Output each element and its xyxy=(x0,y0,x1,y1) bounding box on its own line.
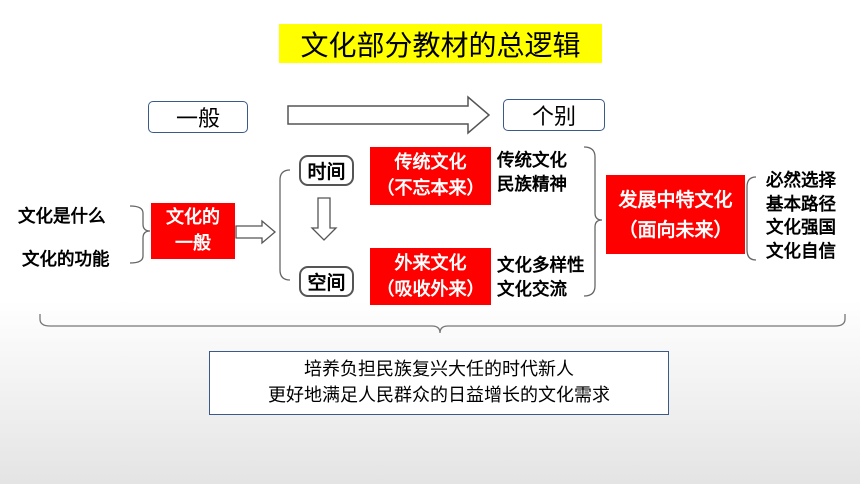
bottom-brace xyxy=(39,314,846,334)
right-point-1: 必然选择 xyxy=(766,171,836,191)
individual-box: 个别 xyxy=(503,99,605,131)
development-culture-box: 发展中特文化 （面向未来） xyxy=(606,175,745,254)
right-bracket xyxy=(583,146,603,297)
culture-function-label: 文化的功能 xyxy=(22,250,110,270)
development-culture-line2: （面向未来） xyxy=(618,218,733,241)
goal-2: 更好地满足人民群众的日益增长的文化需求 xyxy=(268,385,610,406)
traditional-culture-line2: （不忘本来） xyxy=(376,178,485,199)
traditional-points: 传统文化 民族精神 xyxy=(497,149,567,197)
time-to-space-arrow xyxy=(310,197,338,241)
right-point-2: 基本路径 xyxy=(766,194,836,215)
goal-1: 培养负担民族复兴大任的时代新人 xyxy=(304,359,574,380)
general-culture-arrow xyxy=(235,219,277,245)
general-culture-line2: 一般 xyxy=(175,233,211,254)
time-space-bracket xyxy=(279,169,291,281)
space-pill: 空间 xyxy=(299,266,354,297)
right-points: 必然选择 基本路径 文化强国 文化自信 xyxy=(766,170,836,264)
traditional-point-1: 传统文化 xyxy=(497,151,567,171)
left-bracket xyxy=(129,205,151,264)
right-point-3: 文化强国 xyxy=(766,218,836,238)
foreign-culture-line2: （吸收外来） xyxy=(376,278,485,300)
time-pill: 时间 xyxy=(299,155,354,186)
general-to-individual-arrow xyxy=(287,95,491,135)
development-culture-line1: 发展中特文化 xyxy=(618,188,733,211)
foreign-point-1: 文化多样性 xyxy=(497,256,585,276)
goals-box: 培养负担民族复兴大任的时代新人 更好地满足人民群众的日益增长的文化需求 xyxy=(209,351,669,415)
general-box: 一般 xyxy=(148,101,248,133)
page-title: 文化部分教材的总逻辑 xyxy=(279,24,602,63)
foreign-points: 文化多样性 文化交流 xyxy=(497,254,585,302)
right-point-4: 文化自信 xyxy=(766,241,836,262)
general-culture-box: 文化的 一般 xyxy=(151,203,235,259)
traditional-culture-box: 传统文化 （不忘本来） xyxy=(370,147,491,205)
general-culture-line1: 文化的 xyxy=(166,207,220,228)
foreign-culture-box: 外来文化 （吸收外来） xyxy=(370,248,491,305)
foreign-culture-line1: 外来文化 xyxy=(394,252,467,274)
traditional-point-2: 民族精神 xyxy=(497,175,567,195)
foreign-point-2: 文化交流 xyxy=(497,280,567,300)
what-is-culture-label: 文化是什么 xyxy=(18,207,106,227)
far-right-bracket xyxy=(746,176,757,261)
traditional-culture-line1: 传统文化 xyxy=(394,152,467,173)
